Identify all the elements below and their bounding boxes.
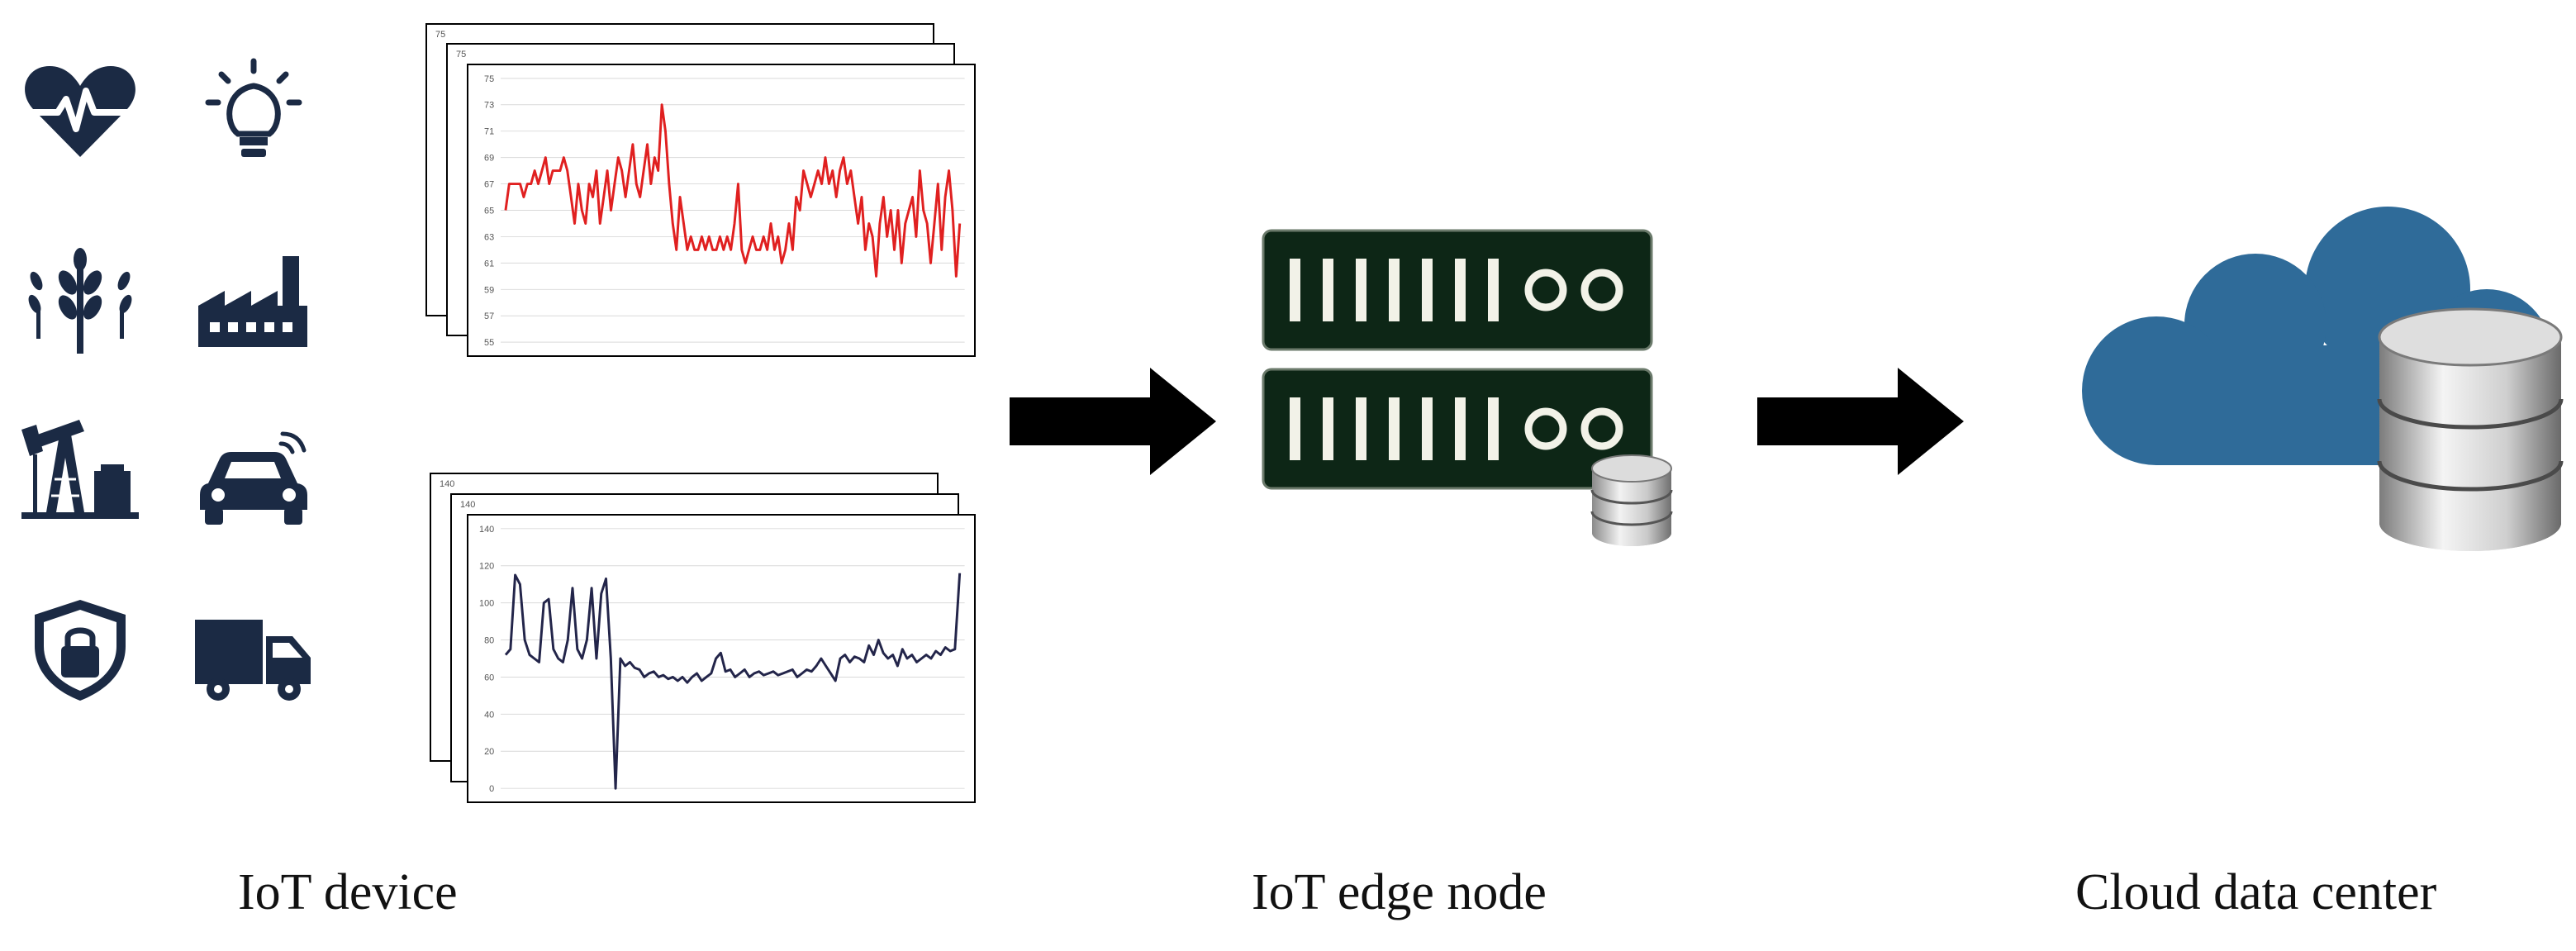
edge-server-icon [1260,227,1690,558]
y-tick-label: 71 [484,127,494,137]
arrow-right-icon [1010,368,1216,475]
y-tick-label: 73 [484,101,494,111]
chart-top-plot: 55 57 59 61 63 65 67 69 71 73 75 [484,74,965,348]
y-tick-label: 67 [484,180,494,190]
y-tick-label: 0 [489,784,494,794]
chart-top: 55 57 59 61 63 65 67 69 71 73 75 [467,64,976,357]
y-tick-label: 75 [435,30,446,40]
delivery-truck-icon [192,603,316,711]
security-shield-icon [18,597,142,704]
y-tick-label: 100 [479,599,494,609]
caption-edge-node: IoT edge node [1252,864,1547,920]
y-tick-label: 57 [484,311,494,321]
y-tick-label: 65 [484,206,494,216]
edge-database-icon [1590,454,1673,546]
caption-cloud: Cloud data center [2075,864,2437,920]
y-tick-label: 69 [484,154,494,164]
factory-icon [192,248,316,355]
y-tick-label: 140 [440,479,455,489]
arrow-device-to-edge [1010,368,1216,475]
y-tick-label: 20 [484,747,494,757]
wheat-icon [18,248,142,355]
y-tick-label: 55 [484,338,494,348]
oil-pump-icon [18,413,142,521]
chart-bottom: 0 20 40 60 80 100 120 140 [467,514,976,803]
heart-rate-icon [18,58,142,165]
light-bulb-icon [192,58,316,165]
arrow-edge-to-cloud [1757,368,1964,475]
y-tick-label: 40 [484,710,494,720]
y-tick-label: 120 [479,562,494,572]
y-tick-label: 140 [460,500,476,510]
server-unit-bottom [1262,368,1653,490]
y-tick-label: 140 [479,525,494,535]
y-tick-label: 59 [484,285,494,295]
cloud-database-icon [2377,307,2564,551]
series-line [504,103,962,278]
y-tick-label: 75 [456,50,467,59]
caption-iot-device: IoT device [238,864,458,920]
series-line [504,573,962,790]
cloud-data-center-icon [2065,197,2569,560]
y-tick-label: 60 [484,673,494,682]
server-unit-top [1262,229,1653,351]
y-tick-label: 75 [484,74,494,84]
y-tick-label: 80 [484,635,494,645]
y-tick-label: 63 [484,232,494,242]
connected-car-icon [192,426,316,533]
y-tick-label: 61 [484,259,494,269]
chart-bottom-plot: 0 20 40 60 80 100 120 140 [479,525,965,794]
arrow-right-icon [1757,368,1964,475]
